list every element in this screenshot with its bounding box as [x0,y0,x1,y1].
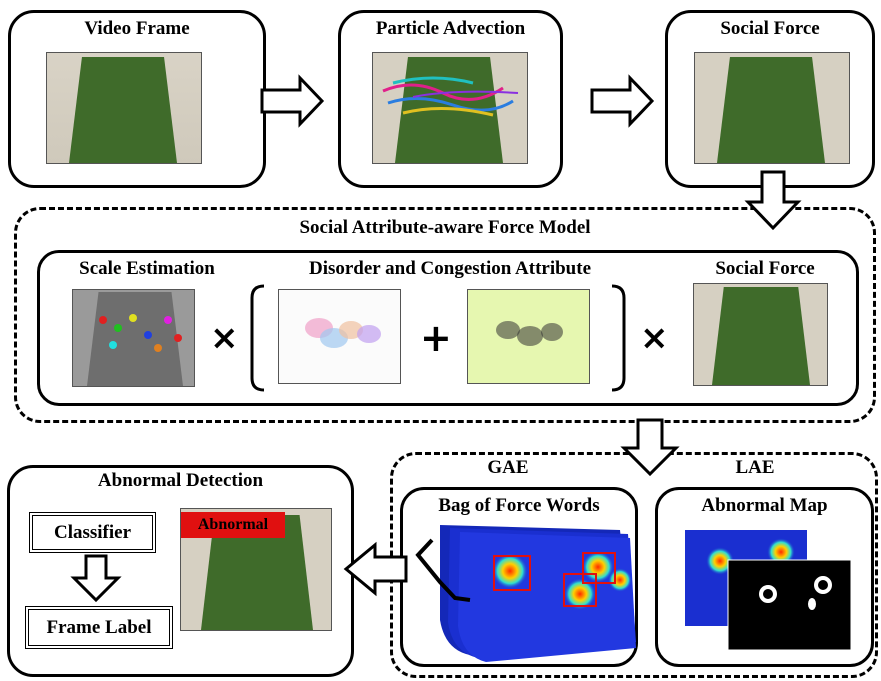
social-force-model-image [693,283,828,386]
scale-estimation-image [72,289,195,387]
force-model-dashed-region [14,207,876,423]
video-frame-image [46,52,202,164]
abnormal-map-title: Abnormal Map [701,495,828,516]
social-force-model-title: Social Force [715,258,815,279]
plus-symbol: + [420,316,452,360]
bag-of-force-words-title: Bag of Force Words [438,495,600,516]
arrow-video-to-particle [260,74,325,128]
social-force-top-image [694,52,850,164]
scale-estimation-title: Scale Estimation [79,258,215,279]
abnormal-detection-title: Abnormal Detection [97,470,264,491]
particle-advection-title: Particle Advection [375,18,526,39]
abnormal-tag: Abnormal [181,512,285,538]
social-force-top-title: Social Force [720,18,820,39]
multiply-symbol-1: × [210,318,239,358]
disorder-attribute-image [278,289,401,384]
particle-advection-image [372,52,528,164]
video-frame-title: Video Frame [84,18,190,39]
lae-label: LAE [735,457,775,478]
arrow-model-to-gae [620,418,680,477]
disorder-congestion-title: Disorder and Congestion Attribute [308,258,592,279]
arrow-particle-to-social [590,74,655,128]
force-model-title: Social Attribute-aware Force Model [299,217,591,238]
congestion-attribute-image [467,289,590,384]
classifier-block: Classifier [29,512,156,553]
frame-label-block: Frame Label [25,606,173,649]
arrow-gae-to-detection [343,541,408,597]
gae-label: GAE [487,457,529,478]
arrow-classifier-to-label [70,554,122,603]
multiply-symbol-2: × [640,318,669,358]
arrow-social-to-model [744,170,802,231]
